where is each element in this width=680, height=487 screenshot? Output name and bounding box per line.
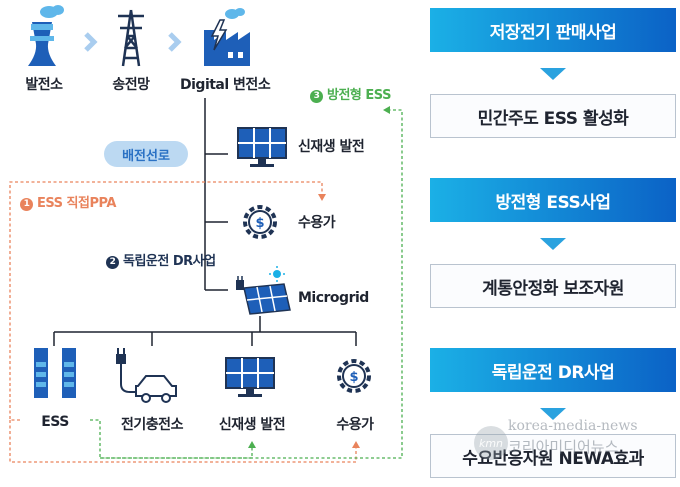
consumer-gear-icon: $	[243, 205, 277, 239]
ess-battery-icon	[34, 348, 76, 398]
flow-1-annotation: 1 ESS 직접PPA	[20, 192, 116, 211]
ess-label: ESS	[41, 414, 69, 430]
consumer-mid-label: 수용가	[298, 215, 336, 231]
flow-1-label: ESS 직접PPA	[37, 196, 116, 211]
step-3-header: 독립운전 DR사업	[430, 348, 676, 392]
step-2-result: 계통안정화 보조자원	[430, 264, 676, 308]
substation-label: Digital 변전소	[180, 77, 271, 93]
power-plant-label: 발전소	[25, 77, 63, 93]
step-1-result: 민간주도 ESS 활성화	[430, 94, 676, 138]
flow-3-label: 방전형 ESS	[327, 88, 391, 103]
flow-3-path	[90, 109, 403, 459]
substation-icon	[204, 8, 250, 66]
arrow-down-icon	[540, 408, 566, 420]
power-plant-icon	[28, 5, 64, 66]
flow-2-annotation: 2 독립운전 DR사업	[106, 250, 216, 269]
flow-2-number: 2	[106, 256, 119, 269]
microgrid-label: Microgrid	[298, 290, 369, 306]
solar-panel-icon	[237, 127, 287, 167]
flow-2-label: 독립운전 DR사업	[123, 254, 216, 269]
arrow-down-icon	[540, 238, 566, 250]
ev-charging-icon	[116, 348, 177, 403]
charging-station-label: 전기충전소	[121, 417, 183, 433]
microgrid-icon	[236, 266, 291, 315]
watermark-line1: korea-media-news	[508, 418, 638, 434]
step-3-result: 수요반응자원 NEWA효과	[430, 434, 676, 478]
chevron-right-icon	[168, 32, 182, 52]
arrow-down-icon	[540, 68, 566, 80]
svg-text:$: $	[349, 370, 358, 385]
flow-3-annotation: 3 방전형 ESS	[310, 84, 391, 103]
transmission-tower-icon	[118, 9, 144, 67]
step-1-header: 저장전기 판매사업	[430, 8, 676, 52]
distribution-line-badge: 배전선로	[104, 141, 188, 167]
renewable-bottom-label: 신재생 발전	[218, 417, 286, 433]
renewable-mid-label: 신재생 발전	[298, 139, 365, 155]
flow-3-number: 3	[310, 90, 323, 103]
flow-1-path	[9, 181, 357, 463]
solar-panel-icon	[225, 357, 275, 397]
svg-text:$: $	[255, 216, 264, 231]
watermark-line2: 코리아미디어뉴스	[508, 438, 619, 456]
transmission-label: 송전망	[112, 77, 150, 93]
chevron-right-icon	[84, 32, 98, 52]
watermark-logo: kmn	[474, 426, 508, 460]
step-2-header: 방전형 ESS사업	[430, 178, 676, 222]
consumer-gear-icon: $	[337, 359, 371, 393]
flow-1-number: 1	[20, 198, 33, 211]
consumer-bottom-label: 수용가	[336, 417, 374, 433]
